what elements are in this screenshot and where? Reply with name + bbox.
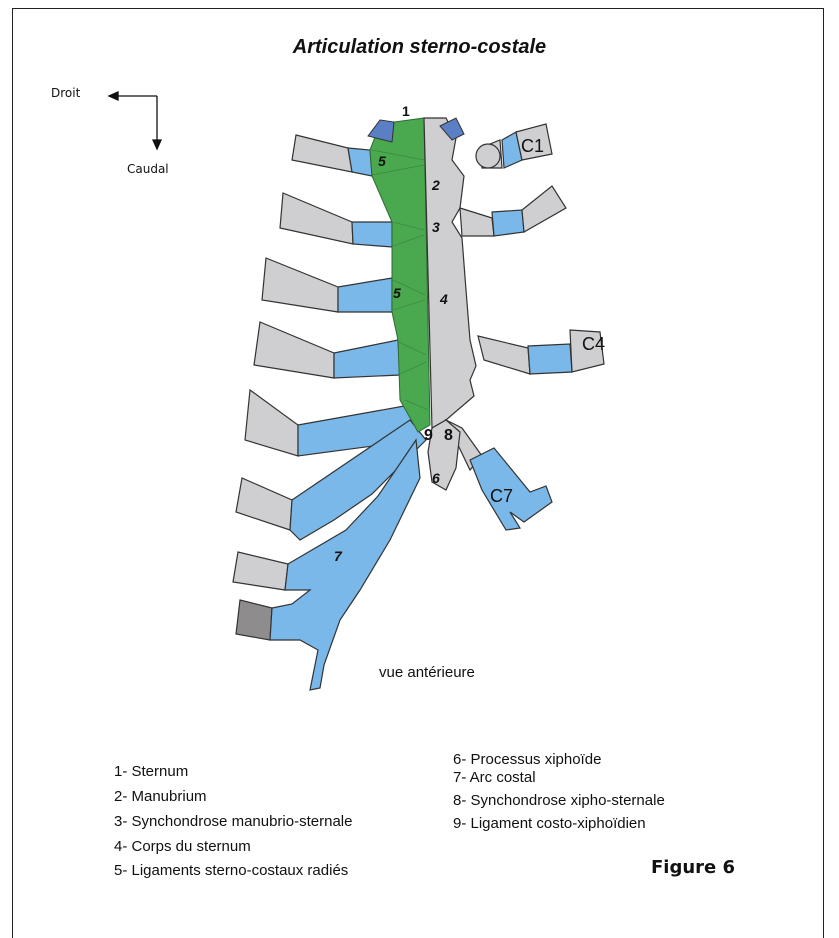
label-7: 7: [334, 548, 343, 564]
orientation-arrows: [109, 92, 161, 149]
legend-item-8: 8- Synchondrose xipho-sternale: [453, 792, 665, 809]
legend-item-3: 3- Synchondrose manubrio-sternale: [114, 813, 352, 830]
rib-label-c7: C7: [490, 486, 513, 506]
legend-item-9: 9- Ligament costo-xiphoïdien: [453, 815, 646, 832]
label-5-lower: 5: [393, 285, 401, 301]
label-3: 3: [432, 219, 440, 235]
legend-item-1: 1- Sternum: [114, 763, 188, 780]
label-4: 4: [439, 291, 448, 307]
rib-label-c1: C1: [521, 136, 544, 156]
legend-item-5: 5- Ligaments sterno-costaux radiés: [114, 862, 348, 879]
legend-item-7: 7- Arc costal: [453, 769, 536, 786]
view-label: vue antérieure: [379, 664, 475, 681]
rib-label-c4: C4: [582, 334, 605, 354]
label-6: 6: [432, 470, 440, 486]
right-ribs: [446, 124, 604, 530]
figure-label: Figure 6: [651, 857, 735, 878]
legend-item-6: 6- Processus xiphoïde: [453, 751, 601, 768]
label-2: 2: [431, 177, 440, 193]
label-5-upper: 5: [378, 153, 386, 169]
legend-item-2: 2- Manubrium: [114, 788, 207, 805]
label-1: 1: [402, 103, 410, 119]
label-8: 8: [444, 427, 453, 444]
sternum: [424, 118, 476, 428]
label-9: 9: [424, 427, 433, 444]
legend-item-4: 4- Corps du sternum: [114, 838, 251, 855]
